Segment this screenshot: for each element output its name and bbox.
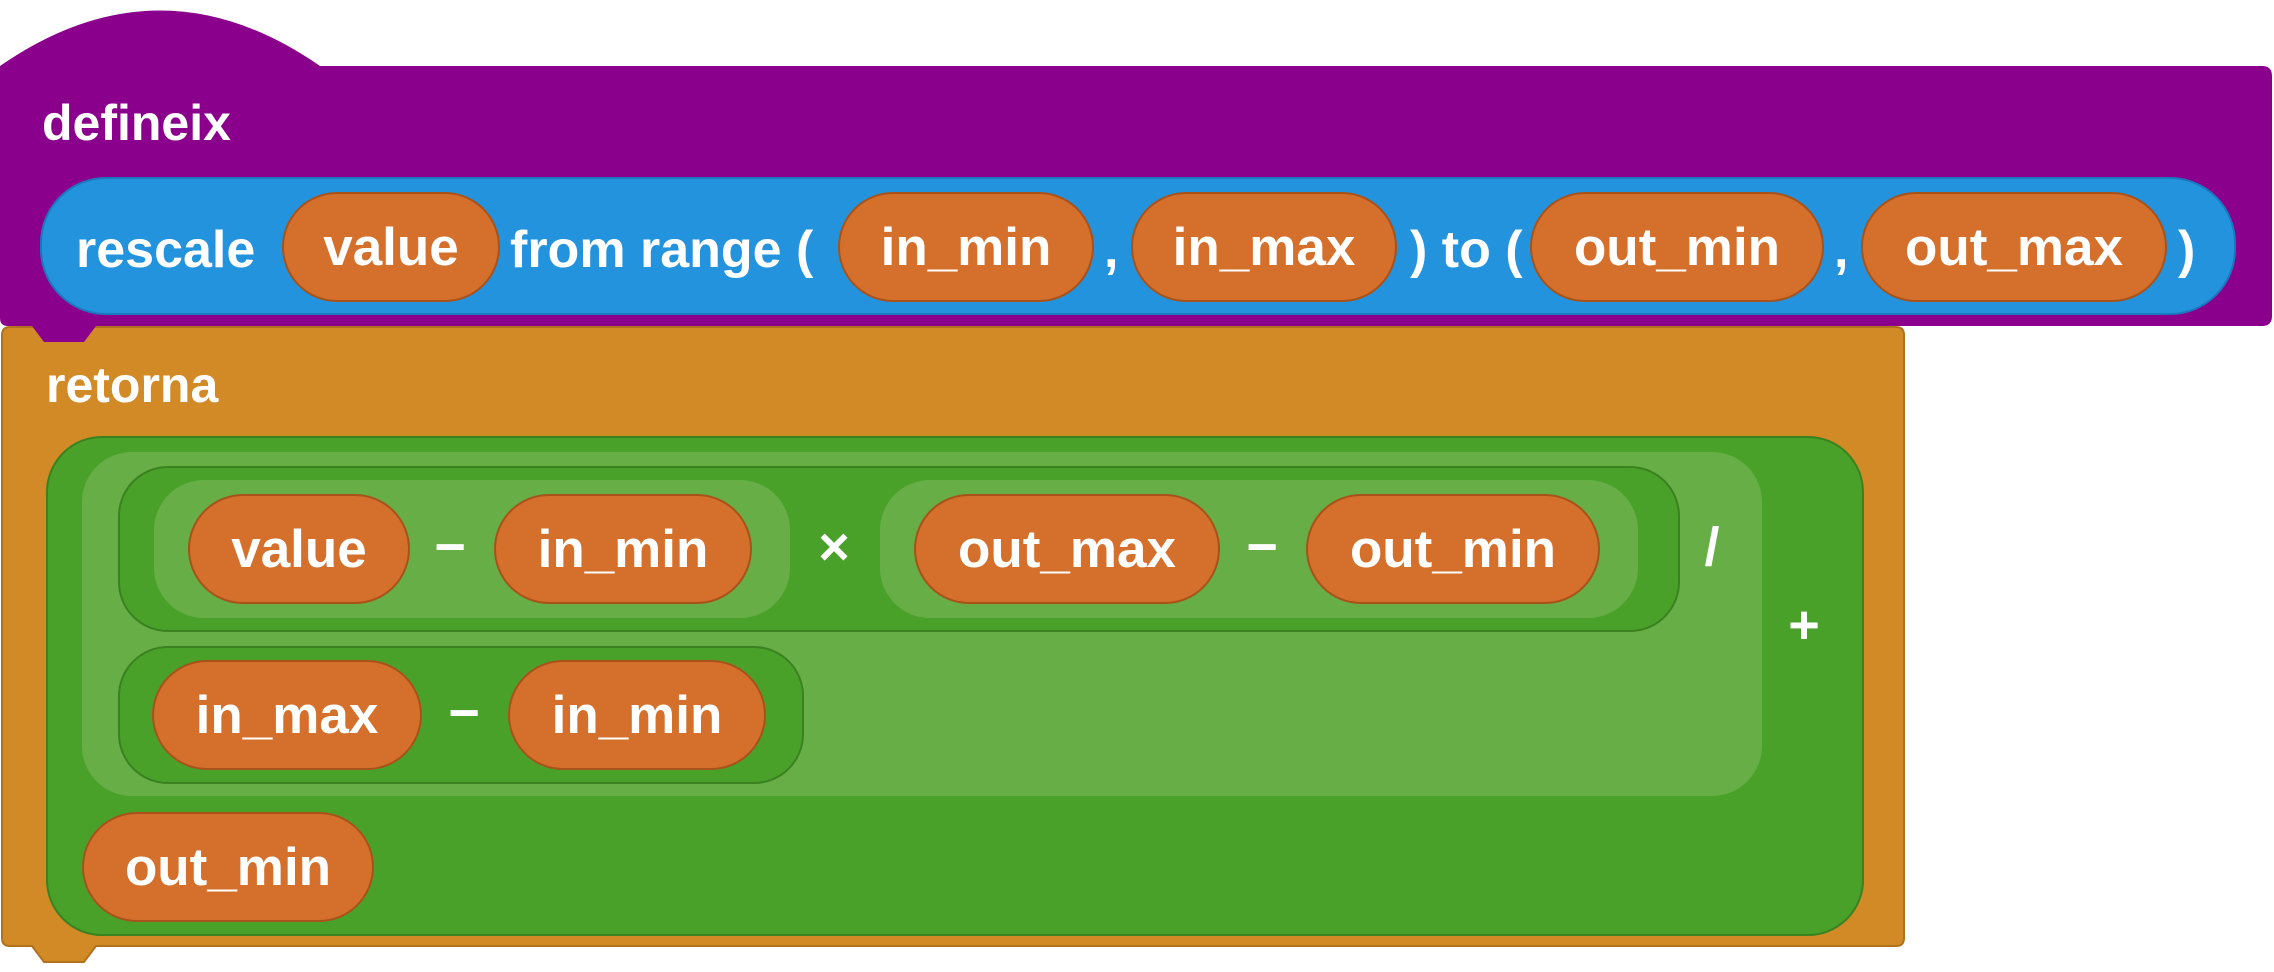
to-text: ) to ( (1410, 221, 1523, 279)
var-in-min-2[interactable]: in_min (508, 660, 766, 770)
var-in-min-1[interactable]: in_min (494, 494, 752, 604)
param-in-max[interactable]: in_max (1131, 192, 1397, 302)
minus-operator-3: − (448, 683, 480, 743)
minus-operator-2: − (1246, 517, 1278, 577)
function-name: rescale (76, 221, 256, 279)
var-in-max[interactable]: in_max (152, 660, 422, 770)
param-value[interactable]: value (282, 192, 500, 302)
multiply-operator: × (818, 517, 850, 577)
divide-operator: / (1704, 517, 1720, 577)
var-value[interactable]: value (188, 494, 410, 604)
define-keyword: defineix (42, 95, 231, 151)
return-keyword: retorna (46, 357, 219, 413)
add-operator: + (1788, 595, 1820, 655)
param-out-max[interactable]: out_max (1861, 192, 2167, 302)
comma-1: , (1104, 221, 1119, 279)
param-in-min[interactable]: in_min (838, 192, 1094, 302)
close-paren: ) (2178, 221, 2196, 279)
var-out-min-1[interactable]: out_min (1306, 494, 1600, 604)
comma-2: , (1834, 221, 1849, 279)
var-out-min-2[interactable]: out_min (82, 812, 374, 922)
minus-operator-1: − (434, 517, 466, 577)
param-out-min[interactable]: out_min (1530, 192, 1824, 302)
var-out-max[interactable]: out_max (914, 494, 1220, 604)
from-range-text: from range ( (510, 221, 814, 279)
